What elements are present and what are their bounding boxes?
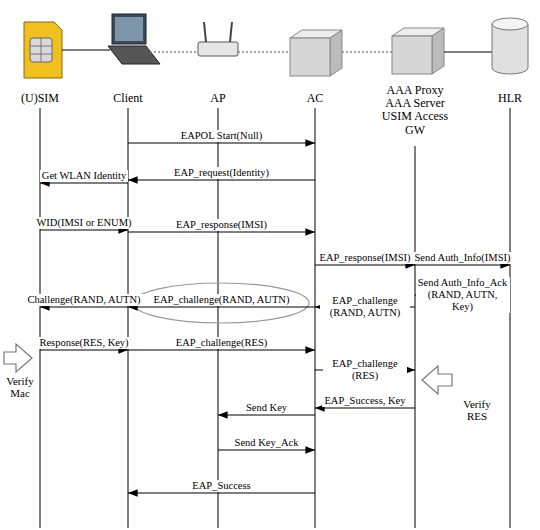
message-arrow: [128, 179, 315, 180]
verify-arrow: [422, 366, 452, 394]
message-arrow: [128, 231, 315, 232]
ap-link: [238, 51, 290, 53]
participant-name: AAA Proxy AAA Server USIM Access GW: [379, 84, 451, 137]
participant-label: AAA Proxy AAA Server USIM Access GW: [379, 84, 451, 137]
message-arrow: [315, 264, 415, 265]
antenna: [204, 22, 206, 42]
participant-label: HLR: [498, 92, 522, 105]
message-arrow: [128, 492, 315, 493]
verify-arrow: [4, 344, 32, 372]
laptop-display: [115, 17, 143, 41]
message-label: EAP_response(IMSI): [174, 219, 269, 231]
message-label: WID(IMSI or ENUM): [34, 217, 133, 229]
message-label: Challenge(RAND, AUTN): [25, 294, 142, 306]
message-label: Send Key: [244, 402, 289, 414]
participant-name: Client: [113, 92, 142, 105]
ap-icon: [198, 22, 238, 56]
message-label: EAP_challenge (RAND, AUTN): [320, 295, 410, 319]
message-arrow: [415, 264, 510, 265]
hlr-body: [492, 24, 528, 74]
message-arrow: [40, 306, 128, 307]
sim-card: [24, 22, 62, 78]
message-label: EAP_challenge (RES): [323, 358, 407, 382]
sim-contact: [41, 38, 42, 62]
message-arrow: [40, 182, 128, 183]
antenna: [230, 22, 232, 42]
connector-layer: [40, 143, 510, 493]
message-arrow: [40, 349, 128, 350]
ac-icon: [290, 30, 342, 76]
lifeline: [510, 108, 511, 528]
message-label: EAP_response(IMSI): [318, 252, 413, 264]
message-arrow: [128, 306, 315, 307]
message-arrow: [128, 142, 315, 143]
message-arrow: [218, 414, 315, 415]
laptop-base: [108, 46, 160, 64]
lifeline: [415, 146, 416, 528]
message-label: Response(RES, Key): [37, 337, 130, 349]
participant-label: (U)SIM: [21, 92, 59, 105]
ac-side: [330, 30, 342, 76]
note-label: Verify Mac: [2, 375, 38, 399]
message-label: EAP_Success: [190, 480, 252, 492]
ap-body: [198, 42, 238, 56]
aaa-front: [392, 36, 432, 74]
aaa-side: [432, 28, 444, 74]
ac-link: [342, 51, 392, 53]
message-label: EAP_challenge(RES): [174, 337, 270, 349]
message-arrow: [315, 407, 415, 408]
aaa-link: [444, 52, 492, 53]
message-label: EAPOL Start(Null): [179, 130, 265, 142]
message-arrow: [218, 449, 315, 450]
wireless-link: [150, 51, 200, 53]
aaa-icon: [392, 28, 444, 74]
message-label: Send Auth_Info(IMSI): [413, 252, 513, 264]
sim-link: [62, 49, 110, 50]
message-label: EAP_challenge(RAND, AUTN): [152, 294, 292, 306]
message-arrow: [128, 349, 315, 350]
ac-front: [290, 38, 330, 76]
message-arrow: [40, 229, 128, 230]
laptop-screen: [112, 14, 146, 44]
participant-name: AC: [307, 92, 324, 105]
participant-name: (U)SIM: [21, 92, 59, 105]
participant-name: AP: [210, 92, 225, 105]
sim-icon: [24, 22, 62, 78]
highlight-ellipse: [133, 283, 309, 323]
message-label: Send Auth_Info_Ack (RAND, AUTN, Key): [416, 277, 510, 313]
message-label: Get WLAN Identity: [40, 170, 128, 182]
lifeline: [315, 108, 316, 528]
hlr-icon: [492, 18, 528, 74]
laptop-icon: [108, 14, 160, 64]
participant-label: Client: [113, 92, 142, 105]
message-label: EAP_Success, Key: [322, 395, 407, 407]
sim-chip: [30, 38, 52, 62]
hlr-top: [492, 18, 528, 30]
participant-label: AC: [307, 92, 324, 105]
participant-name: HLR: [498, 92, 522, 105]
message-label: EAP_request(Identity): [172, 167, 271, 179]
note-label: Verify RES: [455, 398, 499, 422]
message-label: Send Key_Ack: [233, 437, 301, 449]
participant-label: AP: [210, 92, 225, 105]
